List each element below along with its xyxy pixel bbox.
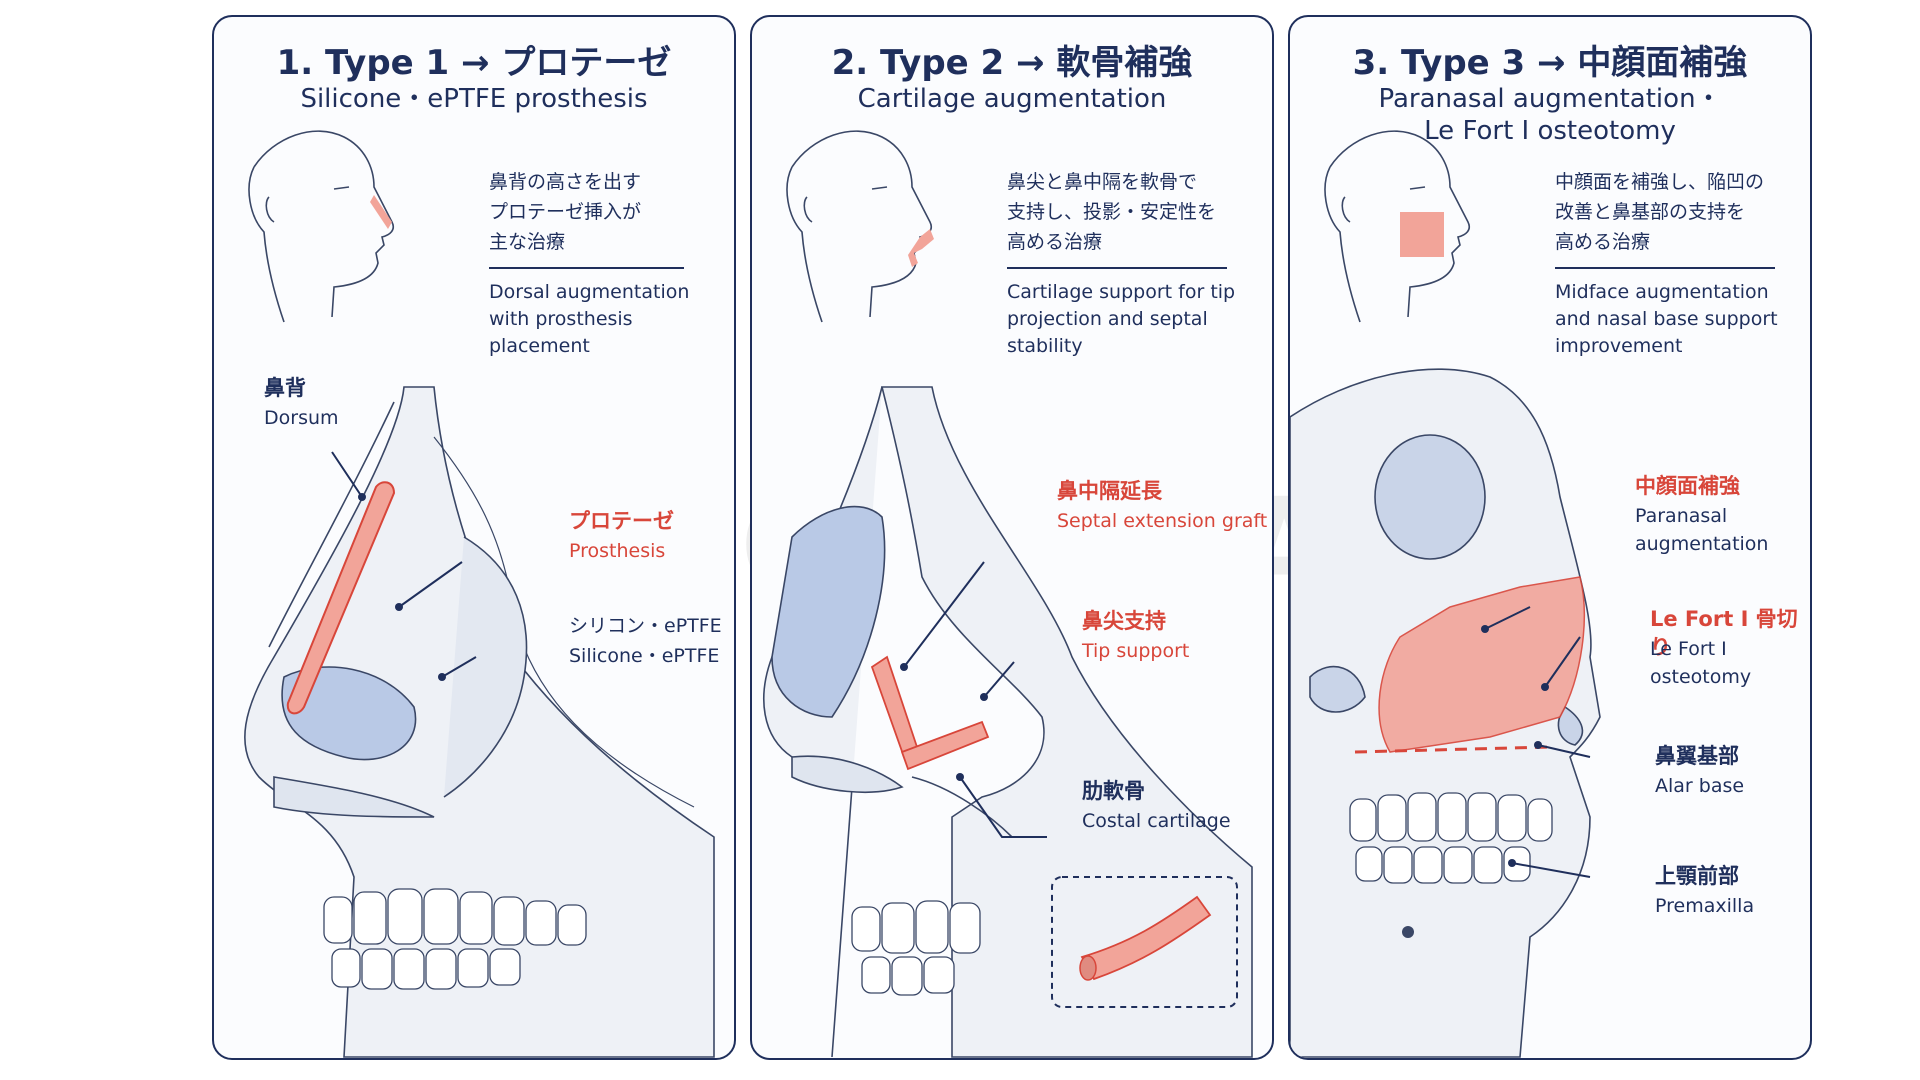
label-prosthesis-en: Prosthesis [569, 540, 666, 562]
panel-title: 2. Type 2 → 軟骨補強 [831, 43, 1193, 83]
label-dorsum-en: Dorsum [264, 407, 339, 429]
description-en: Dorsal augmentation with prosthesis plac… [489, 281, 690, 357]
label-alar-en: Alar base [1655, 775, 1745, 797]
type-1-illustration [244, 130, 715, 1058]
teeth [1349, 792, 1553, 884]
label-paranasal-en: Paranasal augmentation [1635, 505, 1769, 555]
midface-mini-highlight [1400, 212, 1444, 257]
profile-head-icon [248, 130, 395, 323]
description-en: Midface augmentation and nasal base supp… [1555, 281, 1778, 357]
panel-title: 3. Type 3 → 中顔面補強 [1352, 43, 1748, 83]
profile-head-icon [1324, 130, 1471, 323]
label-prosthesis-jp: プロテーゼ [569, 509, 674, 533]
label-premax-jp: 上顎前部 [1655, 864, 1739, 888]
nose-cross-section [763, 386, 1253, 1058]
label-lefort-en: Le Fort I osteotomy [1650, 638, 1752, 688]
panel-type-3: 3. Type 3 → 中顔面補強 Paranasal augmentation… [1288, 15, 1812, 1060]
panel-subtitle: Paranasal augmentation・ Le Fort I osteot… [1378, 84, 1722, 146]
description-jp: 鼻尖と鼻中隔を軟骨で 支持し、投影・安定性を 高める治療 [1007, 171, 1217, 253]
label-costal-en: Costal cartilage [1082, 810, 1231, 832]
panel-type-2: 2. Type 2 → 軟骨補強 Cartilage augmentation … [750, 15, 1274, 1060]
type-2-illustration [763, 130, 1253, 1058]
tip-support-graft [900, 720, 990, 771]
costal-cartilage-piece [1080, 895, 1212, 981]
leader-lines [903, 561, 1047, 838]
prosthesis-mini-highlight [370, 195, 392, 229]
septal-extension-graft [870, 655, 919, 759]
panel-type-1: 1. Type 1 → プロテーゼ Silicone・ePTFE prosthe… [212, 15, 736, 1060]
divider [489, 267, 684, 269]
label-septal-en: Septal extension graft [1057, 510, 1268, 532]
label-material-en: Silicone・ePTFE [569, 645, 720, 667]
teeth [851, 900, 981, 996]
divider [1555, 267, 1775, 269]
label-septal-jp: 鼻中隔延長 [1057, 479, 1162, 503]
panel-subtitle: Silicone・ePTFE prosthesis [300, 84, 648, 114]
panel-title: 1. Type 1 → プロテーゼ [276, 43, 672, 83]
label-lefort-jp: Le Fort I 骨切り [1650, 607, 1798, 659]
leader-lines [1484, 606, 1591, 878]
leader-lines [331, 451, 477, 678]
prosthesis-implant [286, 481, 396, 715]
tip-mini-highlight [908, 229, 934, 267]
label-tip-en: Tip support [1082, 640, 1190, 662]
description-jp: 中顔面を補強し、陥凹の 改善と鼻基部の支持を 高める治療 [1555, 171, 1765, 253]
label-paranasal-jp: 中顔面補強 [1635, 474, 1740, 498]
costal-cartilage-box [1051, 876, 1238, 1008]
panel-subtitle: Cartilage augmentation [857, 84, 1167, 114]
le-fort-osteotomy-line [1354, 745, 1551, 754]
label-costal-jp: 肋軟骨 [1082, 779, 1145, 803]
description-jp: 鼻背の高さを出す プロテーゼ挿入が 主な治療 [489, 171, 642, 253]
profile-head-icon [786, 130, 933, 323]
divider [1007, 267, 1227, 269]
label-tip-jp: 鼻尖支持 [1082, 609, 1166, 633]
description-en: Cartilage support for tip projection and… [1007, 281, 1236, 357]
teeth [323, 888, 587, 990]
paranasal-augmentation-area [1378, 576, 1585, 753]
label-dorsum-jp: 鼻背 [264, 376, 306, 400]
mental-foramen [1402, 926, 1414, 938]
label-material-jp: シリコン・ePTFE [569, 615, 722, 637]
label-premax-en: Premaxilla [1655, 895, 1755, 917]
label-alar-jp: 鼻翼基部 [1655, 744, 1739, 768]
type-3-illustration [1290, 130, 1601, 1058]
